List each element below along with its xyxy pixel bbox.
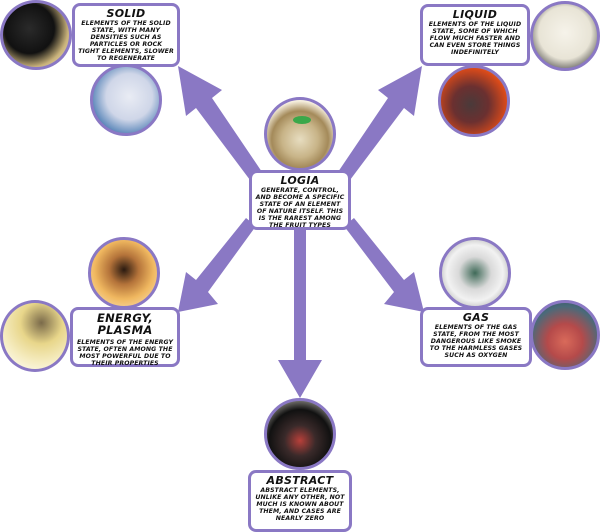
arrow-to-energy [178, 218, 256, 312]
abstract-image-darkness [264, 398, 336, 470]
logia-title: LOGIA [280, 174, 320, 187]
energy-image-fire [88, 237, 160, 309]
logia-box: LOGIA GENERATE, CONTROL, AND BECOME A SP… [249, 170, 351, 230]
gas-image-scene [530, 300, 600, 370]
energy-description: ELEMENTS OF THE ENERGY STATE, OFTEN AMON… [76, 339, 174, 367]
fruit-leaf-icon [293, 116, 311, 124]
gas-box: GAS ELEMENTS OF THE GAS STATE, FROM THE … [420, 307, 532, 367]
liquid-title: LIQUID [452, 8, 498, 21]
logia-description: GENERATE, CONTROL, AND BECOME A SPECIFIC… [255, 187, 345, 229]
liquid-description: ELEMENTS OF THE LIQUID STATE, SOME OF WH… [428, 21, 522, 56]
abstract-title: ABSTRACT [266, 474, 334, 487]
gas-image-smoke [439, 237, 511, 309]
liquid-image-fire [438, 65, 510, 137]
logia-fruit-image [264, 97, 336, 171]
solid-box: SOLID ELEMENTS OF THE SOLID STATE, WITH … [72, 3, 180, 67]
arrow-to-gas [344, 218, 424, 312]
abstract-description: ABSTRACT ELEMENTS, UNLIKE ANY OTHER, NOT… [255, 487, 345, 522]
abstract-box: ABSTRACT ABSTRACT ELEMENTS, UNLIKE ANY O… [248, 470, 352, 532]
solid-title: SOLID [106, 7, 146, 20]
arrow-to-liquid [338, 66, 422, 180]
energy-title: ENERGY, PLASMA [96, 311, 154, 337]
liquid-image-sketch [530, 1, 600, 71]
solid-image-dark [0, 0, 72, 70]
arrow-to-solid [178, 66, 262, 180]
arrow-to-abstract [278, 230, 322, 398]
gas-description: ELEMENTS OF THE GAS STATE, FROM THE MOST… [429, 324, 523, 359]
energy-box: ENERGY, PLASMA ELEMENTS OF THE ENERGY ST… [70, 307, 180, 367]
solid-image-white [90, 64, 162, 136]
gas-title: GAS [462, 311, 490, 324]
liquid-box: LIQUID ELEMENTS OF THE LIQUID STATE, SOM… [420, 4, 530, 66]
solid-description: ELEMENTS OF THE SOLID STATE, WITH MANY D… [78, 20, 174, 62]
energy-image-light [0, 300, 70, 372]
